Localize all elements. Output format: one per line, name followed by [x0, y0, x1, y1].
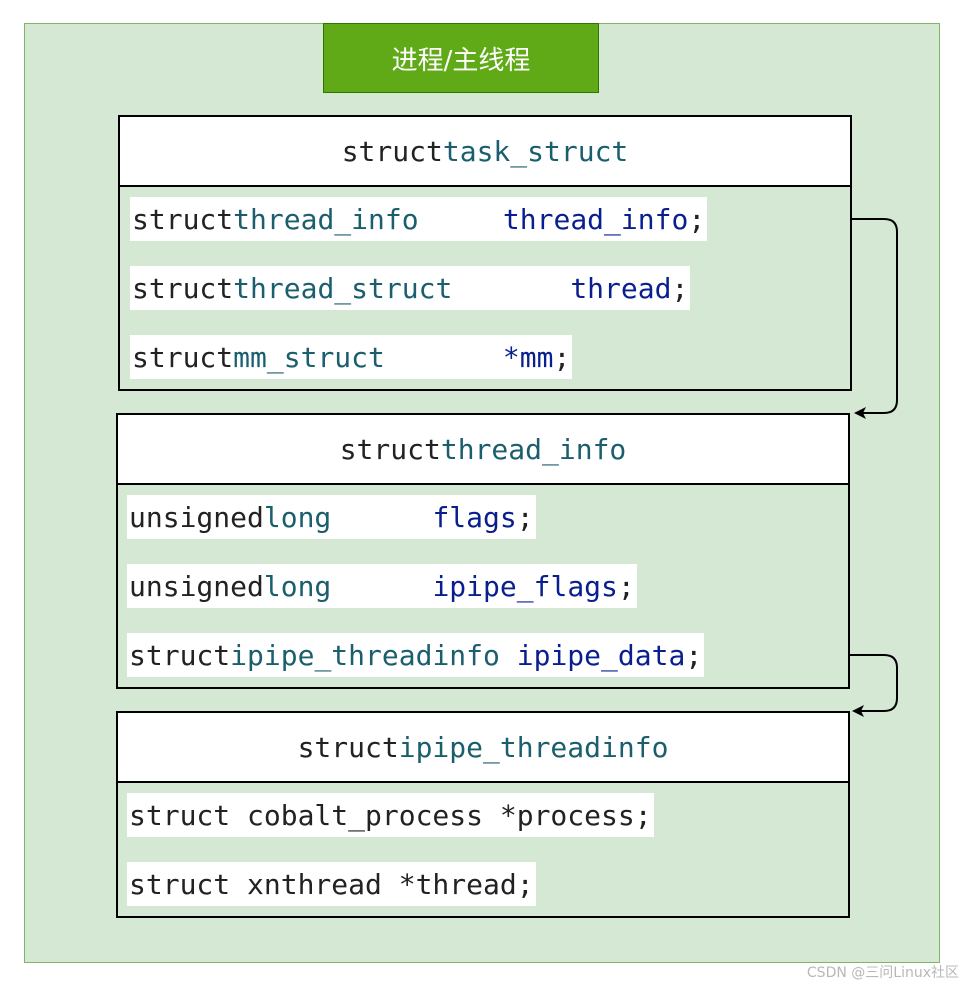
- field-semicolon: ;: [688, 202, 706, 236]
- header-type: task_struct: [442, 134, 629, 168]
- field-type: thread_struct: [233, 271, 453, 305]
- field-type: long: [263, 500, 332, 534]
- watermark: CSDN @三问Linux社区: [806, 965, 959, 981]
- field-ipipe-flags: unsigned long ipipe_flags;: [127, 564, 637, 608]
- header-keyword: struct: [297, 730, 399, 764]
- field-text: struct cobalt_process *process;: [129, 798, 652, 832]
- field-type: thread_info: [233, 202, 419, 236]
- field-type: ipipe_threadinfo: [230, 638, 500, 672]
- task-struct-header: struct task_struct: [120, 117, 850, 187]
- field-xnthread: struct xnthread *thread;: [127, 862, 536, 906]
- field-ipipe-data: struct ipipe_threadinfo ipipe_data;: [127, 633, 705, 677]
- arrow-thread-info-link: [852, 218, 898, 419]
- field-name: ipipe_data: [516, 638, 686, 672]
- field-thread-info: struct thread_info thread_info;: [130, 197, 708, 241]
- field-type: long: [263, 569, 332, 603]
- field-process: struct cobalt_process *process;: [127, 793, 654, 837]
- field-name: ipipe_flags: [432, 569, 618, 603]
- field-keyword: unsigned: [129, 569, 264, 603]
- field-semicolon: ;: [671, 271, 689, 305]
- field-semicolon: ;: [617, 569, 635, 603]
- field-semicolon: ;: [516, 500, 534, 534]
- field-thread: struct thread_struct thread;: [130, 266, 691, 310]
- field-keyword: struct: [132, 202, 234, 236]
- arrow-ipipe-data-link: [850, 654, 898, 717]
- thread-info-header: struct thread_info: [118, 415, 848, 485]
- ipipe-threadinfo-header: struct ipipe_threadinfo: [118, 713, 848, 783]
- header-type: ipipe_threadinfo: [398, 730, 669, 764]
- header-keyword: struct: [341, 134, 443, 168]
- header-keyword: struct: [339, 432, 441, 466]
- field-name: thread: [570, 271, 672, 305]
- field-text: struct xnthread *thread;: [129, 867, 534, 901]
- field-keyword: struct: [132, 340, 234, 374]
- field-type: mm_struct: [233, 340, 385, 374]
- field-keyword: struct: [132, 271, 234, 305]
- header-type: thread_info: [440, 432, 627, 466]
- field-semicolon: ;: [553, 340, 571, 374]
- field-keyword: unsigned: [129, 500, 264, 534]
- field-name: thread_info: [502, 202, 689, 236]
- field-name: *mm: [502, 340, 554, 374]
- field-semicolon: ;: [685, 638, 703, 672]
- process-title: 进程/主线程: [323, 23, 599, 93]
- field-name: flags: [432, 500, 517, 534]
- field-flags: unsigned long flags;: [127, 495, 536, 539]
- field-mm: struct mm_struct *mm;: [130, 335, 573, 379]
- field-keyword: struct: [129, 638, 231, 672]
